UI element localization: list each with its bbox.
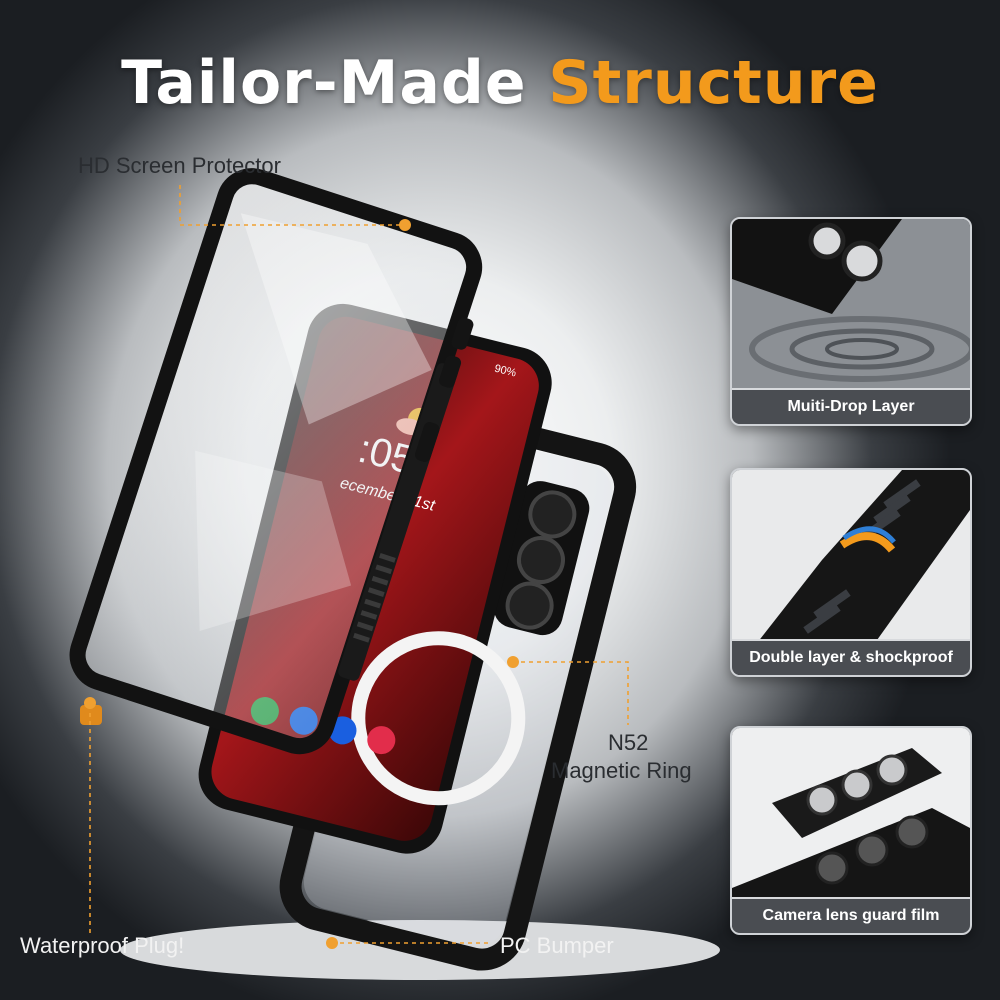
- detail-panel-drop-layer: Muiti-Drop Layer: [730, 217, 972, 426]
- screen-protector-dot: [399, 219, 411, 231]
- headline: Tailor-Made Structure: [0, 48, 1000, 118]
- camera-lens-2: [516, 536, 565, 585]
- headline-orange: Structure: [548, 48, 879, 118]
- panel-caption-shockproof: Double layer & shockproof: [732, 639, 970, 675]
- label-pc-bumper: PC Bumper: [500, 933, 614, 958]
- waterproof-plug: [80, 705, 102, 725]
- panel-caption-drop: Muiti-Drop Layer: [732, 388, 970, 424]
- camera-app-icon: [367, 726, 396, 755]
- magnetic-ring: [351, 631, 526, 806]
- label-magnetic-ring: Magnetic Ring: [551, 758, 692, 783]
- detail-panel-shockproof: Double layer & shockproof: [730, 468, 972, 677]
- power-key: [414, 422, 440, 462]
- label-waterproof-plug: Waterproof Plug!: [20, 933, 185, 958]
- screen-protector-frame: [69, 168, 483, 755]
- screen-protector-leader: [179, 185, 405, 226]
- magnetic-ring-dot: [507, 656, 519, 668]
- detail-panel-camera-guard: Camera lens guard film: [730, 726, 972, 935]
- volume-down-key: [439, 355, 462, 388]
- headline-white: Tailor-Made: [121, 48, 527, 118]
- leader-lines: [89, 185, 629, 944]
- magnetic-ring-leader: [513, 661, 629, 725]
- camera-lens-1: [528, 490, 577, 539]
- volume-up-key: [451, 317, 474, 350]
- leader-dots: [84, 219, 519, 949]
- pc-bumper-dot: [326, 937, 338, 949]
- camera-lens-3: [505, 581, 554, 630]
- label-screen-protector: HD Screen Protector: [78, 153, 281, 178]
- panel-caption-camera: Camera lens guard film: [732, 897, 970, 933]
- label-n52: N52: [608, 730, 649, 755]
- phone-battery-status: 90%: [493, 363, 517, 380]
- waterproof-plug-dot: [84, 697, 96, 709]
- orange-arrow-icon: [839, 532, 896, 553]
